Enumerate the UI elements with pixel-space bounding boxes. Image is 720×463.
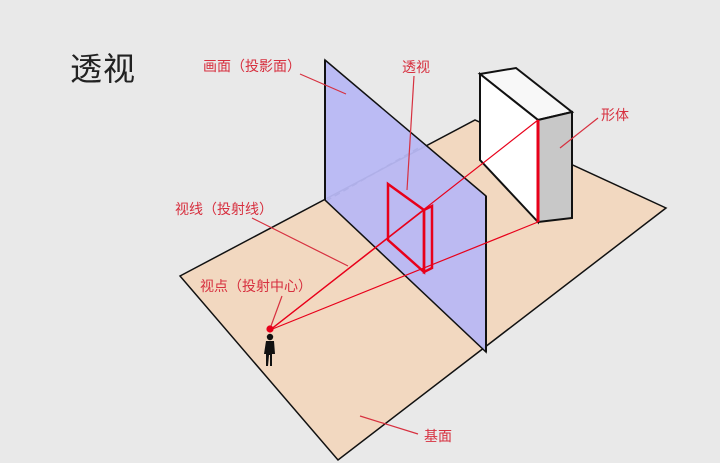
sight-line-bottom — [269, 221, 539, 331]
label-ground: 基面 — [424, 428, 452, 445]
annotation-leaders — [251, 73, 599, 435]
leader-perspective — [406, 75, 415, 191]
page-title: 透视 — [70, 50, 137, 88]
label-viewpoint: 视点（投射中心） — [200, 279, 312, 295]
leader-sight-line — [251, 217, 349, 267]
sight-line-mid — [269, 209, 425, 331]
leader-ground — [359, 415, 419, 435]
perspective-image-side — [422, 203, 434, 275]
box-side-face — [537, 110, 573, 224]
leader-form — [559, 117, 599, 149]
sight-lines — [269, 119, 539, 331]
label-perspective: 透视 — [402, 60, 430, 76]
standing-person-icon — [264, 325, 275, 366]
label-picture-plane: 画面（投影面） — [203, 59, 301, 75]
leader-viewpoint — [270, 295, 283, 327]
leader-picture-plane — [299, 73, 347, 95]
label-form: 形体 — [601, 108, 629, 124]
label-sight-line: 视线（投射线） — [175, 202, 273, 218]
